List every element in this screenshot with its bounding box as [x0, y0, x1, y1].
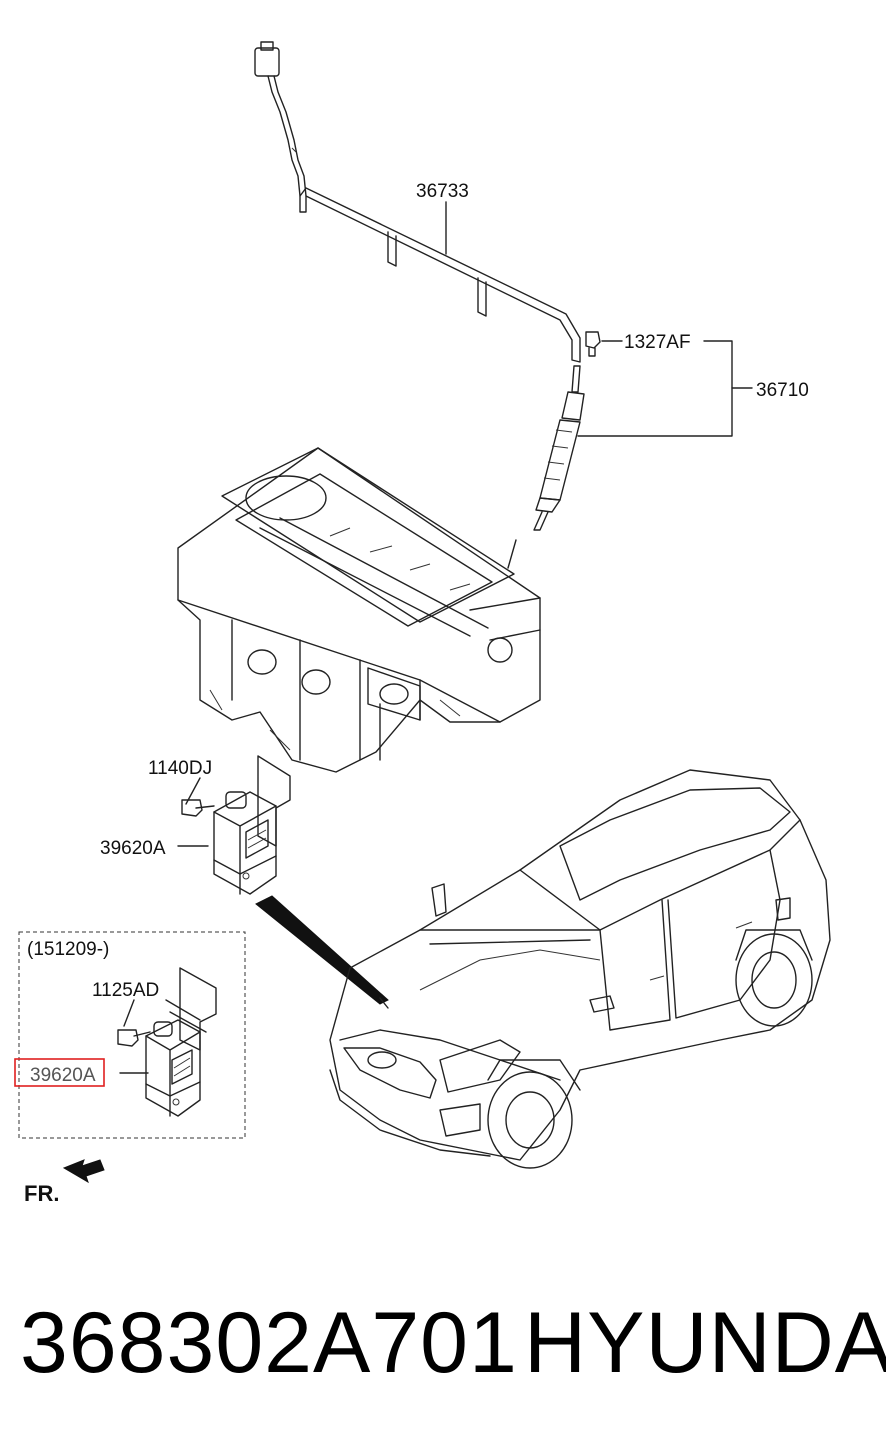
label-1327af: 1327AF: [624, 332, 691, 353]
glow-plug: [533, 365, 585, 531]
glow-wire-harness: [254, 41, 581, 363]
location-pointer: [255, 895, 389, 1009]
front-direction-arrow: [62, 1159, 105, 1184]
label-1140dj: 1140DJ: [148, 758, 212, 779]
label-39620a-lower: 39620A: [30, 1065, 96, 1086]
engine-cylinder-head: [177, 447, 541, 773]
upper-relay-assembly: [181, 755, 291, 895]
part-number: 368302A701: [20, 1295, 518, 1391]
leader-lines: [119, 201, 753, 1074]
label-36710: 36710: [756, 380, 809, 401]
label-revision: (151209-): [27, 939, 109, 960]
vehicle-suv: [329, 769, 831, 1169]
direction-label: FR.: [24, 1181, 59, 1206]
bolt-1327af: [585, 331, 601, 357]
label-1125ad: 1125AD: [92, 980, 159, 1001]
label-39620a-upper: 39620A: [100, 838, 166, 859]
revision-box: [18, 931, 246, 1139]
lower-relay-assembly: [117, 967, 217, 1117]
brand-name: HYUNDAI: [524, 1295, 886, 1391]
label-36733: 36733: [416, 181, 469, 202]
highlight-box: [14, 1058, 105, 1087]
